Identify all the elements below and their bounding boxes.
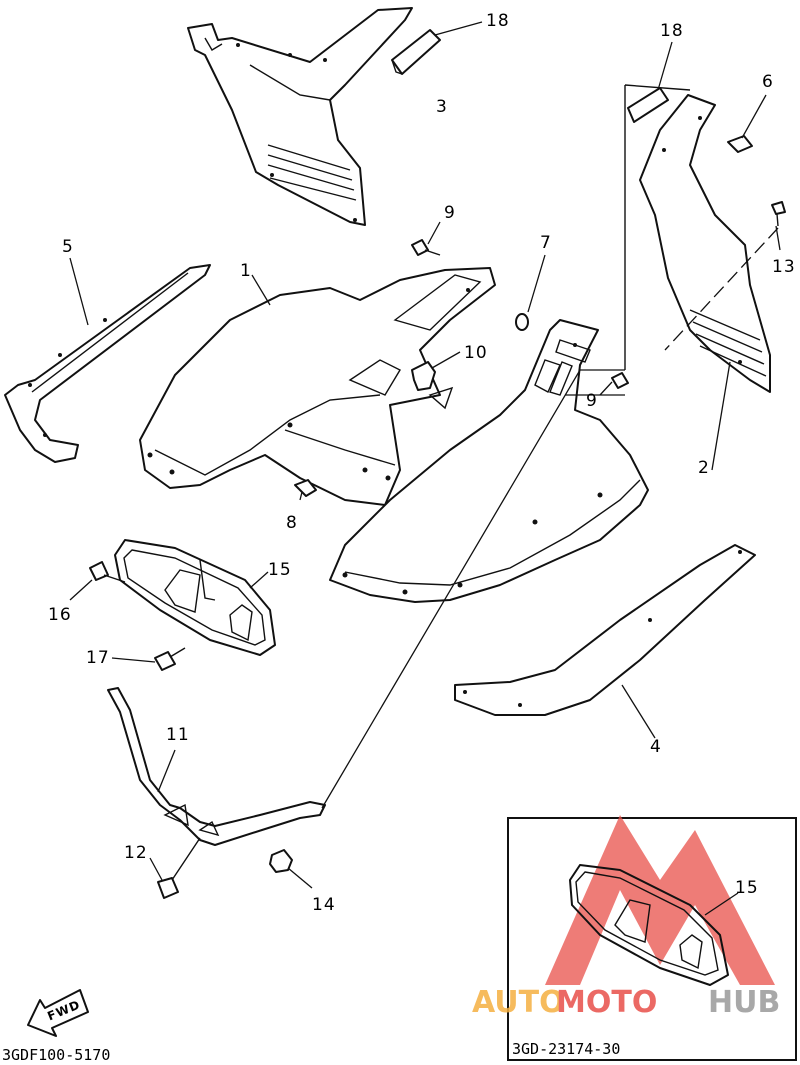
part-10-grommet: [411, 361, 436, 391]
part-18-pad-right: [627, 87, 669, 123]
inset-box: [507, 815, 797, 1061]
callout-17: 17: [86, 648, 110, 668]
callout-4: 4: [650, 737, 662, 757]
part-7-washer: [515, 313, 529, 331]
callout-2: 2: [698, 458, 710, 478]
watermark-moto: MOTO: [556, 985, 657, 1020]
watermark-hub: HUB: [708, 985, 780, 1020]
callout-14: 14: [312, 895, 336, 915]
callout-9-lower: 9: [586, 391, 598, 411]
inset-code: 3GD-23174-30: [512, 1040, 620, 1058]
watermark: AUTO MOTO HUB: [472, 985, 780, 1020]
callout-1: 1: [240, 261, 252, 281]
part-16-bolt: [89, 561, 126, 583]
part-18-pad-left: [391, 29, 441, 75]
part-11-stay: [107, 687, 326, 846]
part-3-side-panel: [187, 7, 413, 226]
callout-12: 12: [124, 843, 148, 863]
part-9-screw-upper: [411, 239, 441, 256]
part-5-flap: [4, 264, 211, 463]
part-14-nut: [269, 849, 293, 873]
callout-13: 13: [772, 257, 796, 277]
part-15-bracket: [114, 539, 276, 656]
callout-7: 7: [540, 233, 552, 253]
part-4-flap: [454, 544, 756, 716]
callout-18-right: 18: [660, 21, 684, 41]
part-9-screw-lower: [611, 372, 629, 389]
fwd-arrow-icon: [27, 989, 89, 1037]
callout-11: 11: [166, 725, 190, 745]
callout-5: 5: [62, 237, 74, 257]
callout-6: 6: [762, 72, 774, 92]
figure-code: 3GDF100-5170: [2, 1046, 110, 1064]
callout-9-upper: 9: [444, 203, 456, 223]
callout-8: 8: [286, 513, 298, 533]
callout-10: 10: [464, 343, 488, 363]
callout-16: 16: [48, 605, 72, 625]
watermark-auto: AUTO: [472, 985, 565, 1020]
part-13-screw: [771, 201, 786, 227]
callout-18-left: 18: [486, 11, 510, 31]
watermark-logo-icon: [545, 815, 775, 985]
callout-15-inset: 15: [735, 878, 759, 898]
part-1-fender: [139, 267, 496, 506]
part-2-side-panel: [639, 94, 771, 393]
part-17-bolt: [154, 647, 186, 671]
callout-15: 15: [268, 560, 292, 580]
part-6-bolt: [727, 135, 753, 153]
part-12-bolt: [157, 837, 201, 899]
callout-3: 3: [436, 97, 448, 117]
